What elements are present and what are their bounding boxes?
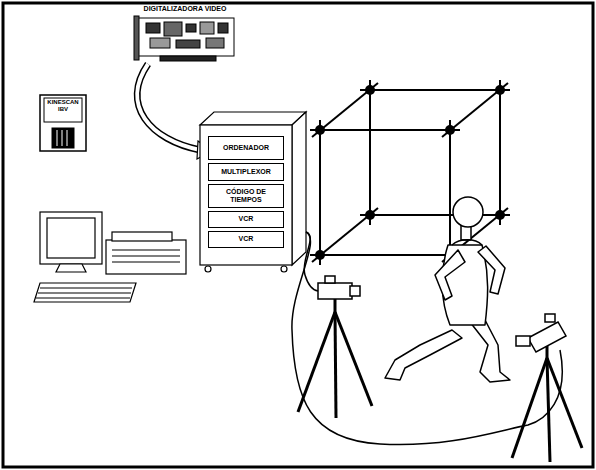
workstation <box>56 264 86 272</box>
workstation <box>47 218 95 258</box>
computer-cabinet <box>200 112 306 125</box>
unit-label: ORDENADOR <box>220 143 272 153</box>
workstation <box>112 255 180 256</box>
runner <box>435 250 465 300</box>
cabinet-unit: CÓDIGO DE TIEMPOS <box>208 184 284 208</box>
workstation <box>40 212 102 264</box>
runner <box>385 330 462 380</box>
cabinet-unit: VCR <box>208 231 284 248</box>
workstation <box>112 249 180 250</box>
calibration-cube <box>365 85 375 95</box>
calibration-cube <box>442 83 508 137</box>
calibration-cube <box>310 80 510 265</box>
camera <box>318 283 352 299</box>
video-card <box>138 18 234 56</box>
runner <box>453 197 483 227</box>
camera <box>512 358 547 458</box>
video-card <box>218 23 228 33</box>
unit-label: MULTIPLEXOR <box>218 167 274 177</box>
floppy-disk <box>57 130 58 146</box>
computer-cabinet <box>205 266 211 272</box>
video-card <box>134 16 234 61</box>
video-card <box>176 40 200 48</box>
camera <box>335 312 336 418</box>
calibration-cube <box>310 129 460 131</box>
runner <box>385 197 510 382</box>
cable <box>292 232 562 445</box>
video-card <box>186 24 196 32</box>
calibration-cube <box>360 89 510 91</box>
floppy-disk <box>40 95 86 151</box>
calibration-cube <box>310 254 460 256</box>
calibration-cube <box>315 85 505 260</box>
calibration-cube <box>495 85 505 95</box>
camera <box>298 276 372 418</box>
workstation <box>38 292 131 293</box>
video-card <box>164 22 182 36</box>
cabinet-unit: ORDENADOR <box>208 136 284 160</box>
workstation <box>106 240 186 274</box>
camera <box>325 276 335 283</box>
computer-cabinet <box>292 112 306 265</box>
computer-cabinet <box>200 112 306 272</box>
unit-label: CÓDIGO DE TIEMPOS <box>209 187 283 205</box>
unit-label: VCR <box>236 234 257 244</box>
floppy-disk <box>40 95 86 151</box>
calibration-cube <box>365 210 375 220</box>
video-card <box>134 16 139 60</box>
calibration-cube <box>312 83 378 137</box>
workstation <box>36 297 130 298</box>
video-card <box>146 23 160 33</box>
camera <box>334 299 337 312</box>
camera <box>335 312 372 406</box>
computer-cabinet <box>200 125 292 265</box>
runner <box>452 240 482 245</box>
calibration-cube <box>315 125 325 135</box>
calibration-cube <box>360 214 510 216</box>
camera <box>516 336 530 346</box>
runner <box>478 246 505 294</box>
calibration-cube <box>499 80 501 225</box>
camera <box>512 314 582 462</box>
camera <box>545 314 555 322</box>
unit-label: VCR <box>236 214 257 224</box>
workstation <box>34 283 136 302</box>
floppy-disk <box>62 130 63 146</box>
floppy-disk <box>44 98 82 122</box>
video-card <box>200 22 214 34</box>
cabinet-unit: MULTIPLEXOR <box>208 163 284 181</box>
floppy-disk <box>52 128 74 148</box>
frame <box>3 3 593 467</box>
disk-label: KINESCAN IBV <box>44 99 82 112</box>
runner <box>470 318 510 382</box>
cable <box>292 232 562 445</box>
calibration-cube <box>312 208 378 262</box>
camera <box>546 346 549 358</box>
cabinet-unit: VCR <box>208 211 284 228</box>
calibration-cube <box>315 250 325 260</box>
calibration-cube <box>495 210 505 220</box>
camera <box>547 358 582 448</box>
video-card <box>150 38 170 48</box>
calibration-cube <box>319 120 321 265</box>
calibration-cube <box>445 125 455 135</box>
illustration <box>137 64 200 150</box>
calibration-cube <box>369 80 371 225</box>
video-card <box>160 56 216 61</box>
camera <box>350 286 360 296</box>
video-card <box>206 38 224 48</box>
runner <box>442 245 487 325</box>
insert-arrow <box>137 64 200 150</box>
workstation <box>34 212 186 302</box>
workstation <box>112 232 172 241</box>
workstation <box>40 287 132 288</box>
computer-cabinet <box>281 266 287 272</box>
floppy-disk <box>67 130 68 146</box>
calibration-cube <box>449 120 451 265</box>
workstation <box>112 261 180 262</box>
card-label: DIGITALIZADORA VIDEO <box>120 5 250 13</box>
